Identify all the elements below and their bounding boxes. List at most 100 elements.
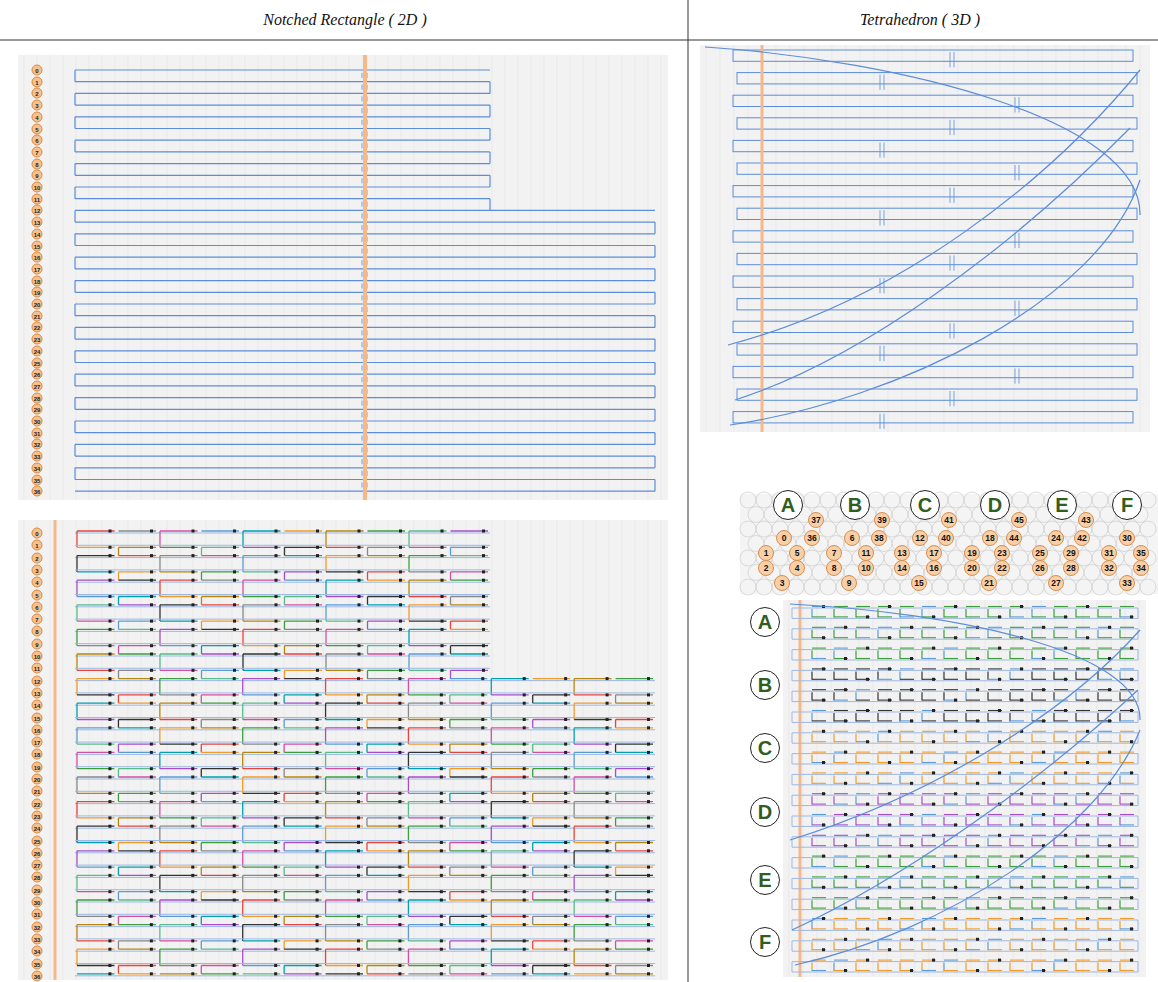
staple-end — [274, 849, 277, 852]
staple-strand — [533, 899, 570, 900]
staple-end — [316, 570, 319, 573]
staple-end — [440, 948, 443, 951]
staple-strand — [243, 949, 280, 950]
staple-strand — [201, 694, 238, 695]
scaffold-curve — [735, 128, 1130, 400]
grid-line — [596, 520, 597, 980]
staple-strand — [284, 875, 321, 876]
staple-crossover — [833, 651, 834, 659]
grid-line — [789, 600, 790, 977]
staple-end — [647, 890, 650, 893]
staple-end — [191, 890, 194, 893]
staple-crossover — [366, 720, 367, 728]
staple-end — [357, 939, 360, 942]
staple-strand — [202, 555, 240, 556]
staple-end — [275, 644, 278, 647]
helix-slot — [740, 492, 756, 508]
staple-crossover — [449, 941, 450, 949]
staple-end — [150, 669, 153, 672]
staple-strand — [201, 678, 238, 679]
staple-crossover — [1097, 609, 1098, 617]
staple-strand — [450, 776, 487, 777]
crossover-tick — [950, 391, 951, 406]
staple-crossover — [118, 818, 119, 826]
staple-strand — [491, 866, 528, 867]
grid-line — [846, 45, 847, 432]
staple-crossover — [877, 609, 878, 617]
staple-end — [440, 964, 443, 967]
staple-strand — [451, 604, 489, 605]
grid-line — [762, 45, 763, 432]
staple-end — [274, 948, 277, 951]
crossover-tick — [362, 354, 363, 359]
staple-crossover — [367, 547, 368, 555]
staple-strand — [451, 571, 489, 572]
grid-line — [180, 520, 181, 980]
scaffold-loop — [737, 163, 1137, 174]
strand-line — [489, 152, 490, 164]
staple-strand — [284, 719, 321, 720]
staple-end — [316, 849, 319, 852]
staple-end — [440, 751, 443, 754]
staple-end — [233, 792, 236, 795]
staple-end — [233, 653, 236, 656]
staple-end — [398, 702, 401, 705]
staple-end — [398, 743, 401, 746]
strand-line — [75, 163, 490, 164]
crossover-tick — [1015, 301, 1016, 316]
staple-end — [440, 792, 443, 795]
staple-end — [954, 667, 957, 670]
staple-strand — [284, 801, 321, 802]
staple-strand — [119, 629, 157, 630]
staple-strand — [284, 727, 321, 728]
staple-crossover — [283, 818, 284, 826]
staple-end — [192, 579, 195, 582]
staple-strand — [285, 653, 323, 654]
staple-strand — [966, 658, 980, 659]
staple-end — [191, 718, 194, 721]
staple-end — [358, 595, 361, 598]
staple-strand — [409, 596, 447, 597]
staple-strand — [284, 866, 321, 867]
staple-end — [150, 923, 153, 926]
staple-strand — [1054, 606, 1068, 607]
staple-end — [150, 939, 153, 942]
staple-end — [440, 841, 443, 844]
staple-crossover — [615, 867, 616, 875]
staple-end — [481, 726, 484, 729]
staple-strand — [1098, 637, 1112, 638]
staple-strand — [367, 801, 404, 802]
staple-end — [109, 570, 112, 573]
staple-end — [274, 693, 277, 696]
staple-end — [316, 620, 319, 623]
staple-end — [233, 841, 236, 844]
staple-crossover — [1053, 609, 1054, 617]
staple-end — [274, 776, 277, 779]
staple-strand — [1120, 658, 1134, 659]
staple-strand — [1120, 679, 1134, 680]
staple-strand — [243, 768, 280, 769]
staple-end — [316, 948, 319, 951]
staple-end — [108, 890, 111, 893]
staple-strand — [900, 658, 914, 659]
staple-strand — [944, 627, 958, 628]
helix-slot — [1140, 492, 1156, 508]
staple-strand — [1098, 658, 1112, 659]
staple-strand — [616, 801, 653, 802]
staple-end — [441, 546, 444, 549]
staple-strand — [326, 866, 363, 867]
staple-strand — [77, 793, 114, 794]
staple-end — [954, 605, 957, 608]
staple-strand — [1032, 679, 1046, 680]
staple-end — [481, 800, 484, 803]
grid-line — [1084, 45, 1085, 432]
staple-strand — [491, 899, 528, 900]
strand-line — [654, 222, 655, 234]
staple-strand — [1076, 648, 1090, 649]
staple-crossover — [921, 630, 922, 638]
staple-end — [998, 615, 1001, 618]
staple-strand — [326, 530, 364, 531]
helix-slot — [940, 565, 956, 581]
staple-end — [192, 603, 195, 606]
staple-strand — [408, 899, 445, 900]
